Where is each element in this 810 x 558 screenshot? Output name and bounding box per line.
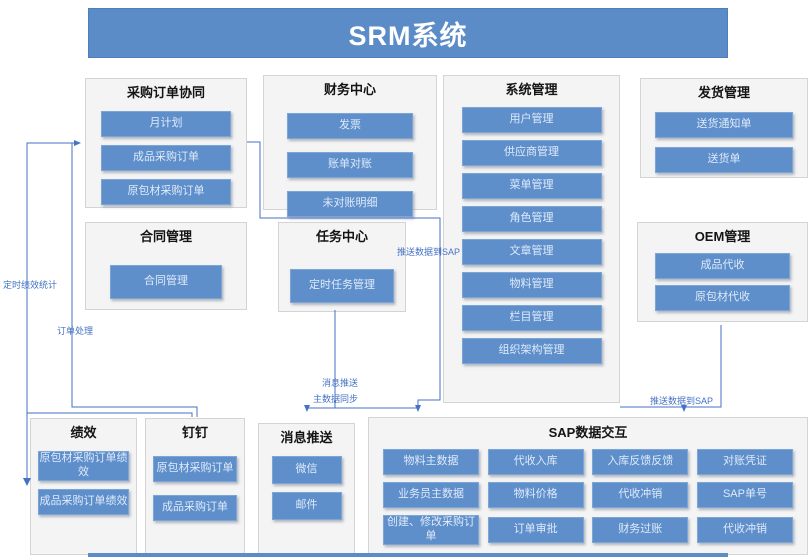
group-shipping-management: 发货管理 送货通知单 送货单 (640, 78, 808, 178)
node-box: 成品采购订单 (101, 145, 231, 171)
node-box: 原包材代收 (655, 285, 790, 311)
node-box: 原包材采购订单 (153, 456, 237, 482)
node-box: 月计划 (101, 111, 231, 137)
group-title: SAP数据交互 (548, 425, 628, 440)
group-title: 系统管理 (505, 82, 558, 97)
diagram-title: SRM系统 (348, 20, 468, 51)
group-title: 财务中心 (323, 82, 376, 97)
group-message-push: 消息推送 微信 邮件 (258, 423, 355, 555)
group-performance: 绩效 原包材采购订单绩效 成品采购订单绩效 (30, 418, 137, 555)
node-box: 创建、修改采购订单 (383, 515, 479, 545)
group-contract-management: 合同管理 合同管理 (85, 222, 247, 310)
node-box: 代收入库 (487, 449, 584, 475)
bottom-bar (88, 553, 728, 557)
node-box: 菜单管理 (461, 173, 602, 199)
group-title: 绩效 (70, 425, 97, 440)
node-box: 订单审批 (487, 516, 584, 543)
node-box: 账单对账 (287, 152, 413, 178)
node-box: 发票 (287, 113, 413, 139)
connector-label-push-data-to-sap-left: 推送数据到SAP (397, 247, 461, 257)
node-box: 组织架构管理 (461, 338, 602, 364)
node-box: 未对账明细 (287, 191, 413, 217)
group-sap-data-exchange: SAP数据交互 物料主数据 代收入库 入库反馈反馈 对账凭证 业务员主数据 物料… (368, 417, 808, 555)
node-box: 用户管理 (461, 107, 602, 133)
node-box: 物料价格 (487, 482, 584, 508)
group-purchase-order-collab: 采购订单协同 月计划 成品采购订单 原包材采购订单 (85, 78, 247, 208)
group-title: 合同管理 (139, 229, 192, 244)
node-box: 业务员主数据 (383, 482, 479, 508)
node-box: 物料管理 (461, 272, 602, 298)
group-dingtalk: 钉钉 原包材采购订单 成品采购订单 (145, 418, 245, 555)
node-box: 栏目管理 (461, 305, 602, 331)
node-box: 邮件 (271, 492, 342, 520)
node-box: 对账凭证 (696, 449, 793, 475)
connector-label-order-processing: 订单处理 (57, 326, 94, 336)
group-oem-management: OEM管理 成品代收 原包材代收 (637, 222, 808, 322)
node-box: 供应商管理 (461, 140, 602, 166)
group-title: 钉钉 (181, 425, 208, 440)
group-system-management: 系统管理 用户管理 供应商管理 菜单管理 角色管理 文章管理 物料管理 栏目管理… (443, 75, 620, 403)
group-title: OEM管理 (694, 229, 751, 244)
connector-label-message-push: 消息推送 (322, 378, 359, 388)
group-title: 任务中心 (315, 229, 368, 244)
connector-label-push-data-to-sap-right: 推送数据到SAP (650, 396, 714, 406)
sap-node-grid: 物料主数据 代收入库 入库反馈反馈 对账凭证 业务员主数据 物料价格 代收冲销 … (369, 443, 807, 545)
node-box: 文章管理 (461, 239, 602, 265)
node-box: SAP单号 (696, 482, 793, 508)
node-box: 代收冲销 (696, 516, 793, 543)
connector-label-scheduled-performance: 定时绩效统计 (3, 280, 58, 290)
node-box: 成品采购订单绩效 (38, 488, 129, 515)
node-box: 定时任务管理 (290, 269, 394, 303)
node-box: 原包材采购订单绩效 (38, 451, 129, 481)
group-title: 消息推送 (280, 430, 333, 445)
node-box: 代收冲销 (592, 482, 689, 508)
node-box: 物料主数据 (383, 449, 479, 475)
diagram-title-bar: SRM系统 (88, 8, 728, 58)
node-box: 送货单 (655, 147, 793, 173)
node-box: 入库反馈反馈 (592, 449, 689, 475)
group-task-center: 任务中心 定时任务管理 (278, 222, 406, 312)
group-finance-center: 财务中心 发票 账单对账 未对账明细 (263, 75, 437, 217)
group-title: 采购订单协同 (126, 85, 205, 100)
node-box: 原包材采购订单 (101, 179, 231, 205)
node-box: 角色管理 (461, 206, 602, 232)
node-box: 送货通知单 (655, 112, 793, 138)
node-box: 财务过账 (592, 516, 689, 543)
node-box: 微信 (271, 456, 342, 484)
node-box: 成品代收 (655, 253, 790, 279)
node-box: 合同管理 (110, 265, 222, 299)
connector-label-master-data-sync: 主数据同步 (313, 394, 359, 404)
group-title: 发货管理 (697, 85, 750, 100)
node-box: 成品采购订单 (153, 495, 237, 521)
